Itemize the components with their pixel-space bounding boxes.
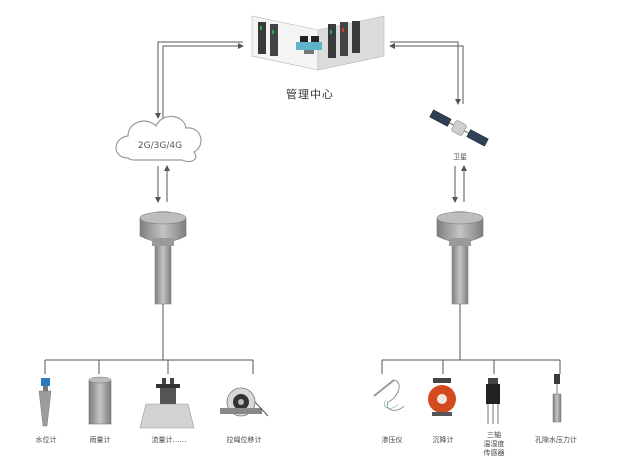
cellular-network-label: 2G/3G/4G (137, 141, 183, 151)
left-rtu-antenna-icon (139, 211, 187, 305)
draw-wire-displacement-icon (220, 387, 269, 417)
temp-humidity-sensor-icon (486, 378, 500, 424)
device-label-water-level: 水位计 (35, 436, 57, 444)
device-label-displacement: 拉绳位移计 (226, 436, 262, 444)
satellite-label: 卫星 (453, 153, 467, 161)
device-label-pore-pressure: 孔隙水压力计 (535, 436, 577, 444)
management-center-label: 管理中心 (286, 88, 334, 101)
flow-meter-icon (139, 378, 195, 429)
satellite-icon (429, 109, 489, 147)
device-label-settlement: 沉降计 (432, 436, 454, 444)
right-rtu-antenna-icon (436, 211, 484, 305)
device-label-flow-meter: 流量计…… (151, 436, 187, 444)
left-antenna-arrows (155, 165, 170, 203)
left-device-bus (44, 304, 254, 374)
right-device-bus (381, 304, 561, 374)
cloud-network-icon (115, 115, 202, 163)
rain-gauge-icon (88, 376, 112, 425)
device-label-piezometer: 渗压仪 (381, 436, 403, 444)
piezometer-icon (373, 379, 405, 411)
settlement-gauge-icon (428, 378, 456, 416)
right-antenna-arrows (452, 165, 467, 203)
device-label-temp-humidity: 三轴 温湿度 传感器 (483, 431, 505, 457)
right-uplink-arrows (389, 41, 464, 105)
pore-pressure-gauge-icon (552, 374, 562, 423)
water-level-gauge-icon (38, 378, 52, 427)
left-uplink-arrows (155, 41, 244, 119)
management-center-room-icon (251, 15, 385, 71)
device-label-rain-gauge: 雨量计 (89, 436, 111, 444)
